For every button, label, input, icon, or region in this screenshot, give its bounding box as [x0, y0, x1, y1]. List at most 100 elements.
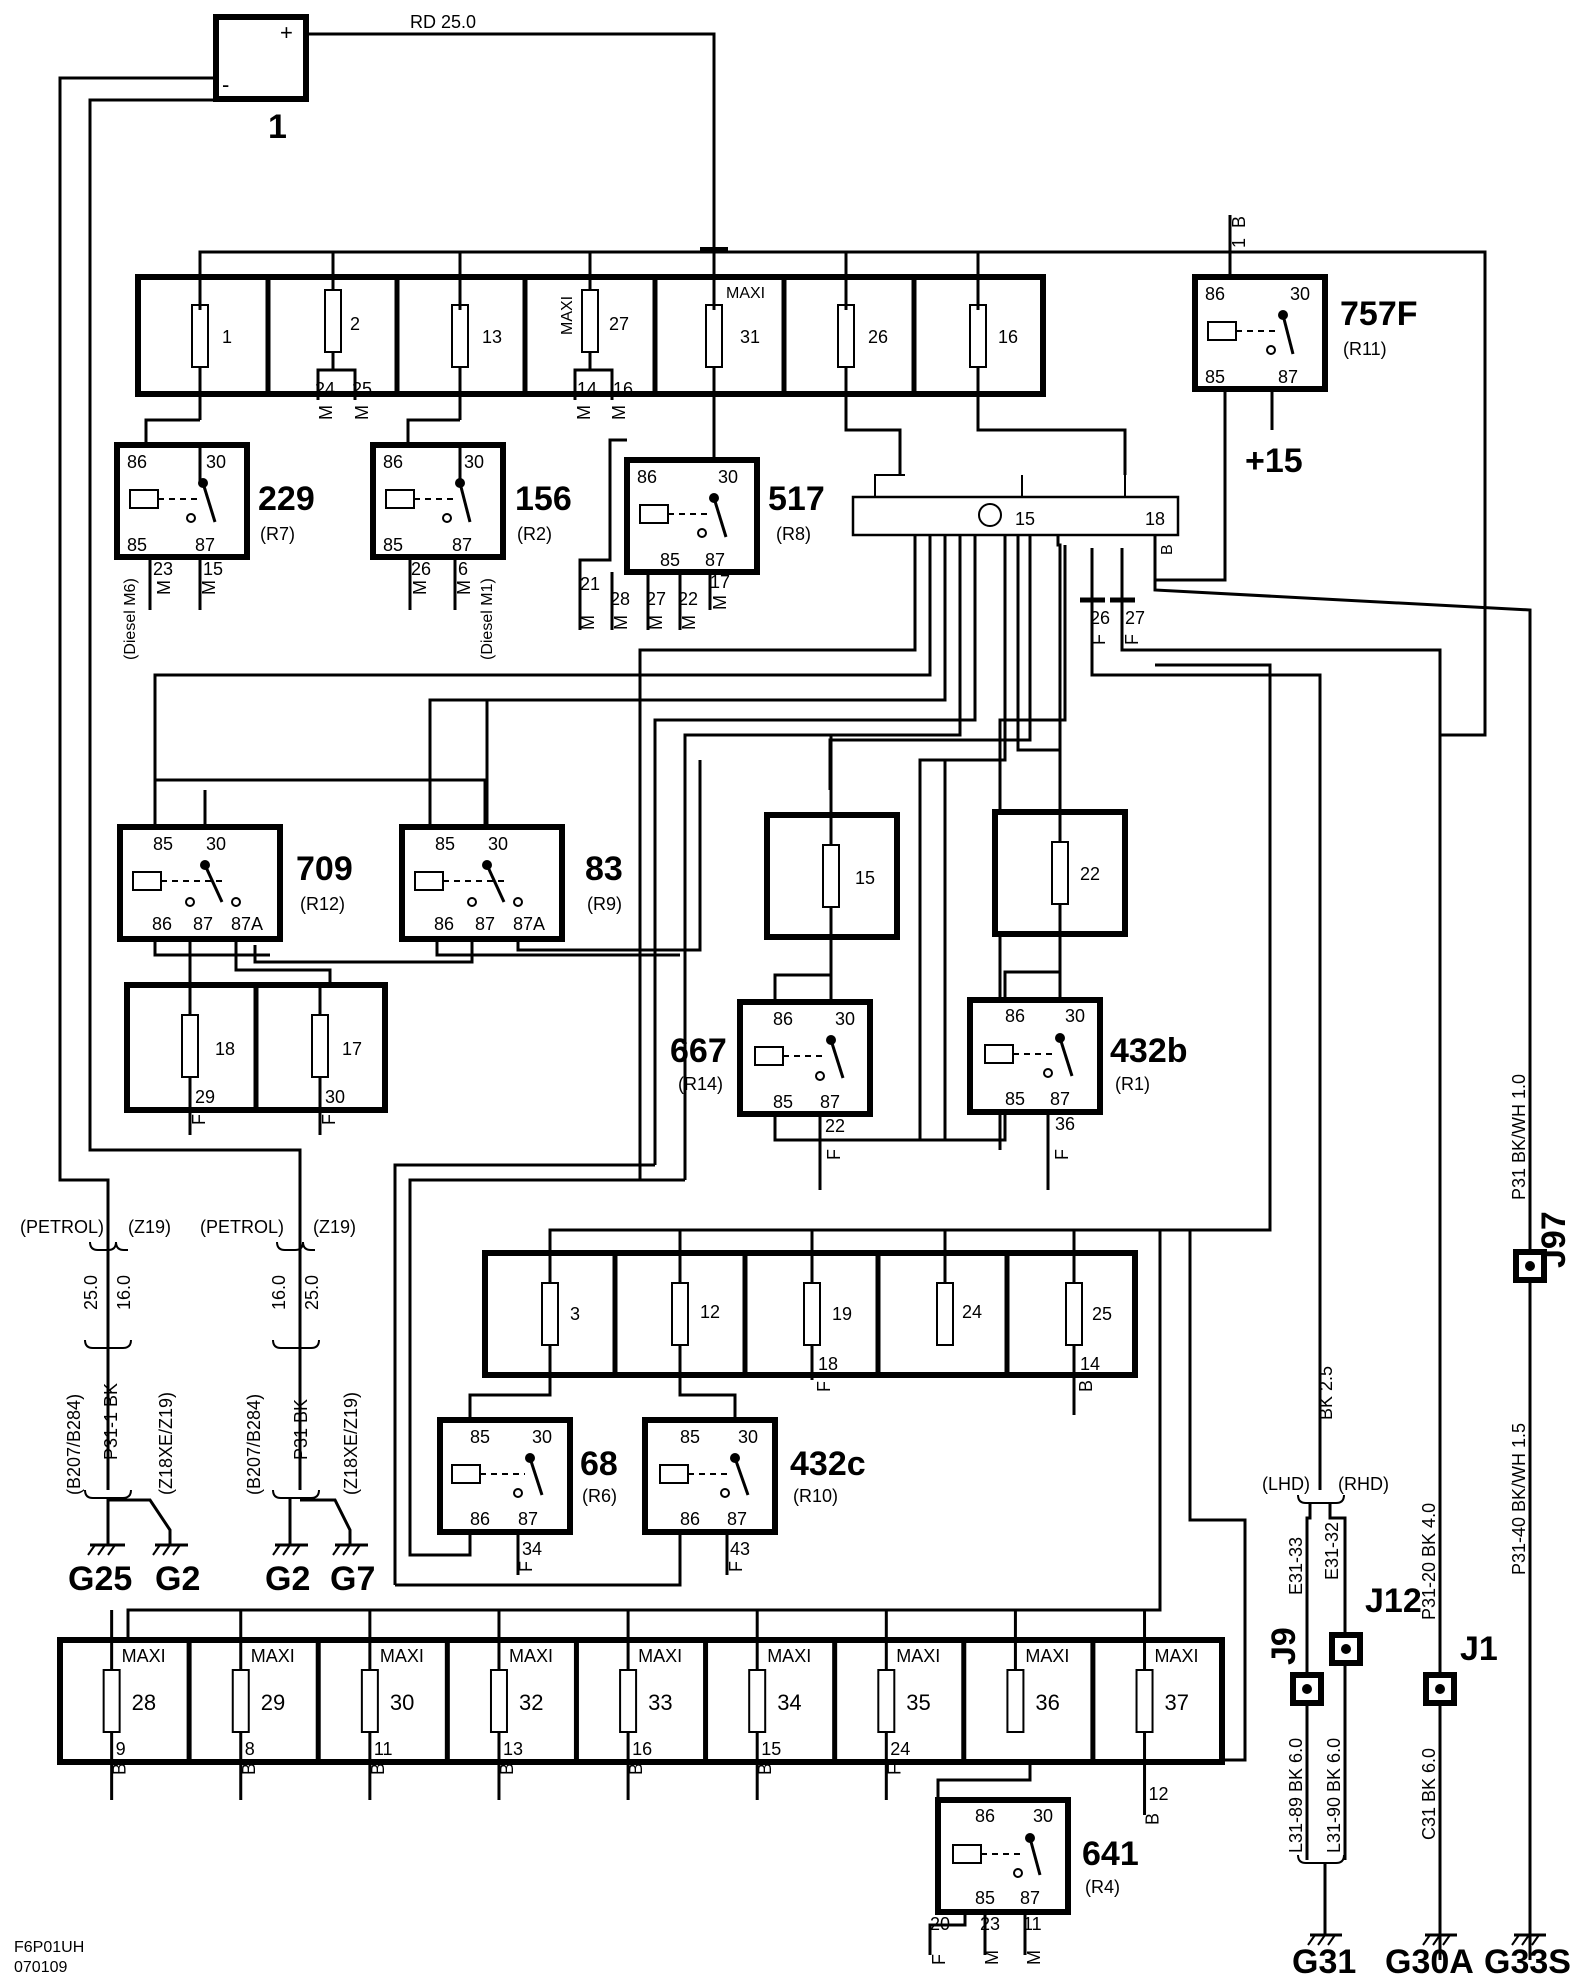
fuse-2-label: 2: [350, 314, 360, 334]
r641-pin30: 30: [1033, 1806, 1053, 1826]
fuse-18-wire: 29: [195, 1087, 215, 1107]
gr-petrol: (PETROL): [200, 1217, 284, 1237]
ground-g33s-label: G33S: [1484, 1943, 1571, 1978]
ground-icon: [87, 1543, 188, 1556]
r517-pin85: 85: [660, 550, 680, 570]
maxi-fuse-code: B: [497, 1763, 517, 1775]
fuse-16-label: 16: [998, 327, 1018, 347]
battery-minus-label: -: [222, 72, 229, 97]
gr-z19: (Z19): [313, 1217, 356, 1237]
gl-cable: P31-1 BK: [101, 1383, 121, 1460]
r432c-w43: 43: [730, 1539, 750, 1559]
b1-num: 1: [1229, 238, 1249, 248]
maxi-fuse-wire: 8: [245, 1739, 255, 1759]
r641-m1: M: [982, 1950, 1002, 1965]
r156-m2: M: [454, 580, 474, 595]
rg-e3133: E31-33: [1286, 1537, 1306, 1595]
r432c-pin87: 87: [727, 1509, 747, 1529]
module-w27: 27: [1125, 608, 1145, 628]
r83-pin85: 85: [435, 834, 455, 854]
maxi-fuse-wire: 11: [374, 1739, 393, 1759]
relay-83-ref: (R9): [587, 894, 622, 914]
gl-petrol: (PETROL): [20, 1217, 104, 1237]
relay-83: 85 30 86 87 87A 83 (R9): [399, 824, 623, 942]
rg-p31: P31 BK/WH 1.0: [1509, 1074, 1529, 1200]
r757F-pin87: 87: [1278, 367, 1298, 387]
rg-p3140: P31-40 BK/WH 1.5: [1509, 1423, 1529, 1575]
fuse-box-mid: 3 12 19 24 25: [482, 1250, 1138, 1378]
maxi-fuse-label: 33: [648, 1690, 672, 1715]
j9-label: J9: [1265, 1627, 1303, 1665]
r68-f: F: [516, 1561, 536, 1572]
relay-432b-label: 432b: [1110, 1032, 1188, 1070]
rg-bk25: BK 2.5: [1316, 1366, 1336, 1420]
r229-pin87: 87: [195, 535, 215, 555]
maxi-fuse-label: 32: [519, 1690, 543, 1715]
ground-icon: [1307, 1933, 1342, 1946]
maxi-fuse-code: B: [239, 1763, 259, 1775]
module-f2: F: [1122, 634, 1142, 645]
r68-pin30: 30: [532, 1427, 552, 1447]
r641-pin85: 85: [975, 1888, 995, 1908]
pin-code-m2: M: [352, 405, 372, 420]
r709-pin30: 30: [206, 834, 226, 854]
r517-w27: 27: [646, 589, 666, 609]
fuse-1-label: 1: [222, 327, 232, 347]
relay-517-ref: (R8): [776, 524, 811, 544]
r229-pin85: 85: [127, 535, 147, 555]
rg-p3120: P31-20 BK 4.0: [1419, 1503, 1439, 1620]
fuse-27-maxi-tag: MAXI: [559, 296, 576, 335]
relay-757F-ref: (R11): [1343, 339, 1387, 359]
b1-code: B: [1229, 216, 1249, 228]
relay-432c: 85 30 86 87 432c (R10): [642, 1417, 866, 1535]
battery-label: 1: [268, 108, 287, 146]
ground-g31-label: G31: [1292, 1943, 1356, 1978]
gl-engine-b: (Z18XE/Z19): [156, 1392, 176, 1495]
r68-pin87: 87: [518, 1509, 538, 1529]
pin-14: 14: [577, 379, 597, 399]
maxi-tag: MAXI: [122, 1646, 166, 1666]
battery-plus-label: +: [280, 20, 293, 45]
footer-code: F6P01UH: [14, 1939, 84, 1956]
maxi-tag: MAXI: [380, 1646, 424, 1666]
relay-229: 86 30 85 87 229 (R7): [114, 418, 315, 560]
maxi-fuse-label: 34: [777, 1690, 801, 1715]
maxi-fuse-wire: 9: [116, 1739, 126, 1759]
maxi-tag: MAXI: [509, 1646, 553, 1666]
r83-pin30: 30: [488, 834, 508, 854]
maxi-fuse-wire: 15: [761, 1739, 781, 1759]
r517-m1: M: [578, 615, 598, 630]
r641-w11: 11: [1023, 1914, 1042, 1934]
rg-l3190: L31-90 BK 6.0: [1324, 1738, 1344, 1853]
maxi-fuse-wire: 13: [503, 1739, 523, 1759]
maxi-tag: MAXI: [767, 1646, 811, 1666]
r432b-w36: 36: [1055, 1114, 1075, 1134]
rg-lhd: (LHD): [1262, 1474, 1310, 1494]
rg-e3132: E31-32: [1322, 1522, 1342, 1580]
r156-m1: M: [410, 580, 430, 595]
relay-641-label: 641: [1082, 1835, 1139, 1873]
r229-w15: 15: [203, 559, 223, 579]
ground-group-right: (PETROL) (Z19) 16.0 25.0 P31 BK (B207/B2…: [200, 1200, 375, 1598]
r68-pin85: 85: [470, 1427, 490, 1447]
maxi-fuse-code: B: [626, 1763, 646, 1775]
relay-709-ref: (R12): [300, 894, 345, 914]
r517-pin86: 86: [637, 467, 657, 487]
relay-757F: 86 30 85 87 757F (R11): [1192, 274, 1418, 392]
r229-pin86: 86: [127, 452, 147, 472]
relay-709: 85 30 86 87 87A 709 (R12): [117, 824, 353, 942]
r229-pin30: 30: [206, 452, 226, 472]
maxi-fuse-32: MAXI 32 13B: [444, 1610, 553, 1800]
fuse-17-wire: 30: [325, 1087, 345, 1107]
relay-432b: 86 30 85 87 432b (R1): [967, 997, 1188, 1115]
r709-pin86: 86: [152, 914, 172, 934]
mid-w14: 14: [1080, 1354, 1100, 1374]
gl-w1: 25.0: [81, 1275, 101, 1310]
maxi-fuse-label: 35: [906, 1690, 930, 1715]
module-w26: 26: [1090, 608, 1110, 628]
